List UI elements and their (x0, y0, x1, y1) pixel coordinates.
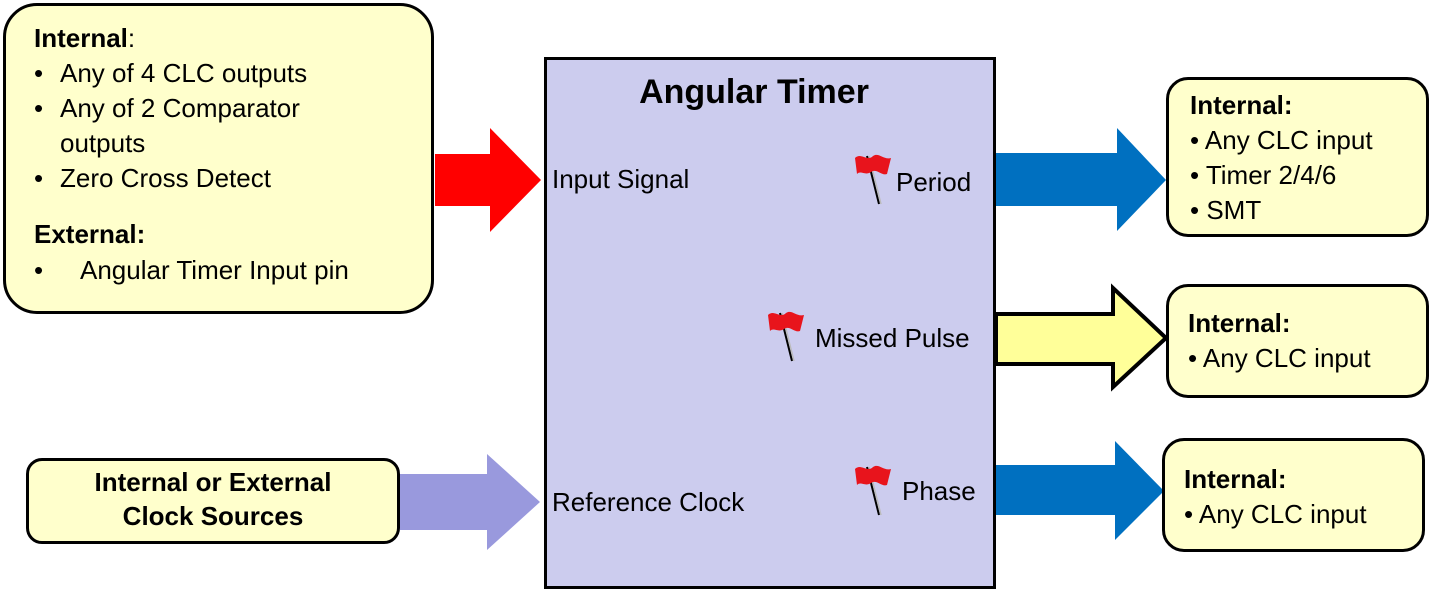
list-item-text: Timer 2/4/6 (1205, 160, 1337, 190)
list-item-text: Any CLC input (1202, 343, 1371, 373)
angular-timer-title: Angular Timer (639, 73, 869, 111)
missed-pulse-arrow (994, 283, 1169, 392)
internal-heading-line: Internal: (34, 21, 429, 56)
missed-pulse-outputs-box (1166, 284, 1429, 398)
list-item-text: SMT (1206, 195, 1262, 225)
external-heading: External: (34, 219, 146, 250)
internal-list: • Any of 4 CLC outputs (34, 56, 429, 91)
period-arrow (996, 128, 1166, 231)
list-item-text: Any CLC input (1198, 499, 1367, 529)
list-item: • Any CLC input (1188, 341, 1371, 376)
phase-outputs-box (1162, 438, 1425, 552)
bullet-icon: • (1190, 125, 1205, 155)
period-label: Period (896, 167, 972, 197)
period-outputs-text: Internal: • Any CLC input • Timer 2/4/6 … (1190, 88, 1373, 228)
missed-pulse-label: Missed Pulse (815, 323, 970, 353)
internal-heading: Internal (34, 23, 128, 53)
clock-sources-text: Internal or External Clock Sources (26, 465, 400, 533)
list-item: Any of 4 CLC outputs (60, 58, 308, 89)
list-item: Any of 2 Comparator outputs (60, 93, 300, 159)
period-outputs-box (1166, 77, 1429, 237)
bullet-icon: • (1184, 499, 1199, 529)
clock-sources-box (26, 458, 400, 544)
reference-clock-label: Reference Clock (552, 487, 745, 517)
bullet-icon: • (1190, 160, 1206, 190)
clock-sources-line-2: Clock Sources (122, 501, 304, 531)
clock-sources-line-1: Internal or External (94, 467, 332, 497)
input-signal-label: Input Signal (552, 164, 690, 194)
internal-list: • Zero Cross Detect (34, 161, 429, 196)
input-sources-text: Internal: • Any of 4 CLC outputs • Any o… (34, 21, 429, 288)
phase-outputs-text: Internal: • Any CLC input (1184, 462, 1367, 532)
internal-list: • Any of 2 Comparator outputs (34, 91, 360, 161)
missed-pulse-outputs-text: Internal: • Any CLC input (1188, 306, 1371, 376)
bullet-icon: • (34, 254, 44, 285)
period-flag-icon (855, 154, 891, 205)
missed-pulse-flag-icon (768, 311, 804, 362)
list-item: • Any CLC input (1184, 497, 1367, 532)
phase-arrow (996, 441, 1164, 540)
phase-flag-icon (855, 465, 891, 516)
reference-clock-arrow (400, 454, 540, 550)
input-signal-arrow (435, 128, 541, 232)
list-item: • SMT (1190, 193, 1373, 228)
internal-heading-colon: : (127, 23, 136, 53)
bullet-icon: • (34, 58, 44, 89)
external-list: • Angular Timer Input pin (34, 253, 429, 288)
input-sources-box (3, 3, 434, 314)
bullet-icon: • (1188, 343, 1203, 373)
period-outputs-heading: Internal: (1190, 90, 1293, 120)
list-item: Zero Cross Detect (60, 163, 271, 194)
bullet-icon: • (34, 163, 44, 194)
missed-pulse-outputs-heading: Internal: (1188, 308, 1291, 338)
bullet-icon: • (1190, 195, 1207, 225)
list-item: Angular Timer Input pin (80, 254, 349, 285)
list-item-text: Any CLC input (1204, 125, 1373, 155)
list-item: • Any CLC input (1190, 123, 1373, 158)
phase-outputs-heading: Internal: (1184, 464, 1287, 494)
bullet-icon: • (34, 93, 44, 124)
phase-label: Phase (902, 476, 976, 506)
list-item: • Timer 2/4/6 (1190, 158, 1373, 193)
